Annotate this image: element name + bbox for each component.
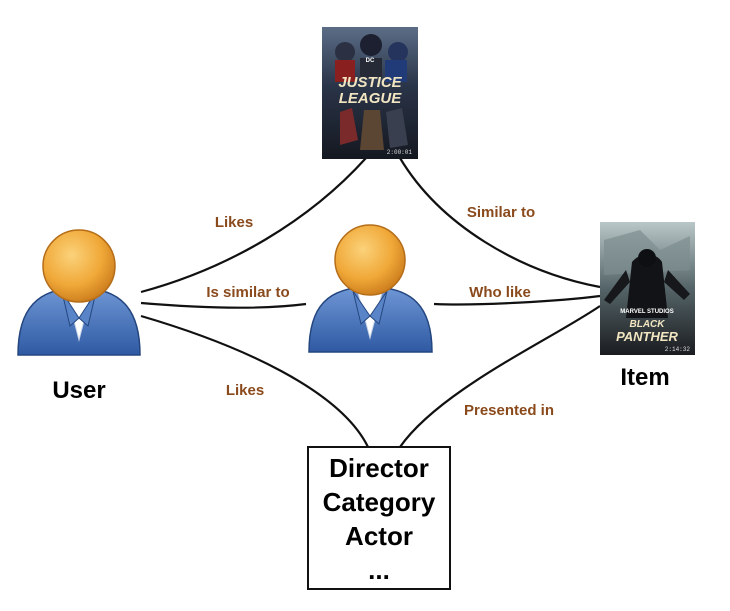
edge-user-box <box>140 314 369 448</box>
edge-user-poster <box>140 157 367 294</box>
justice-league-poster: DC JUSTICE LEAGUE 2:00:01 <box>322 27 418 159</box>
edge-poster-item <box>399 157 601 289</box>
poster-panther-title-line2: PANTHER <box>616 329 678 344</box>
poster-marvel-logo: MARVEL STUDIOS <box>620 309 673 315</box>
features-ellipsis: ... <box>368 555 390 585</box>
features-box: Director Category Actor ... <box>307 446 451 590</box>
item-label: Item <box>620 364 669 391</box>
edge-similar-user-item <box>433 294 601 306</box>
black-panther-poster: MARVEL STUDIOS BLACK PANTHER 2:14:32 <box>600 222 695 355</box>
poster-panther-title-line1: BLACK <box>630 319 666 330</box>
edge-label-similar-user-likes-item: Who like <box>469 284 531 301</box>
similar-user-person-icon <box>308 224 433 353</box>
edge-label-user-similar-user: Is similar to <box>206 284 289 301</box>
edge-label-poster-similar-item: Similar to <box>467 204 535 221</box>
features-category: Category <box>323 487 436 517</box>
poster-justice-time: 2:00:01 <box>387 149 413 156</box>
user-person-icon <box>17 229 141 356</box>
poster-justice-title-line1: JUSTICE <box>338 74 402 91</box>
poster-dc-logo: DC <box>366 58 375 64</box>
user-label: User <box>52 377 105 404</box>
edge-label-user-likes-features: Likes <box>226 382 264 399</box>
poster-justice-title-line2: LEAGUE <box>339 90 403 107</box>
edge-user-similar-user <box>140 301 307 309</box>
edge-label-features-presented-in-item: Presented in <box>464 402 554 419</box>
poster-panther-time: 2:14:32 <box>665 346 691 353</box>
edge-label-user-likes-poster: Likes <box>215 214 253 231</box>
features-actor: Actor <box>345 521 413 551</box>
features-director: Director <box>329 453 429 483</box>
edge-box-item <box>399 305 601 448</box>
